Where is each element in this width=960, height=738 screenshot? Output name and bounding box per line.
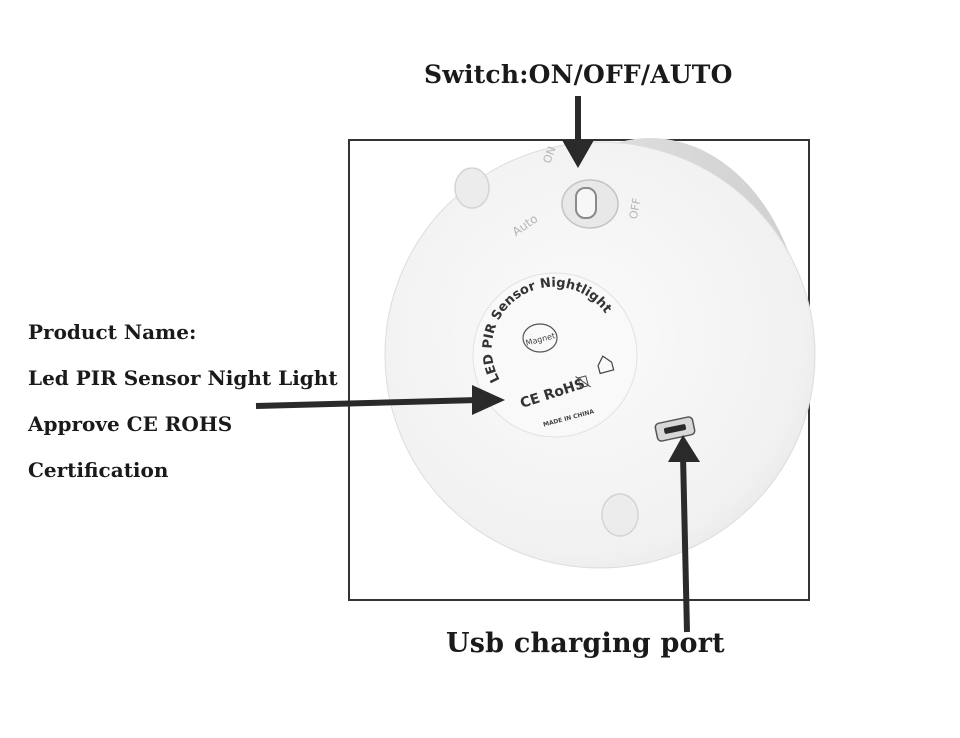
usb-port-slot [663, 424, 687, 434]
product-label-circle [472, 272, 638, 438]
certification-line-1: Approve CE ROHS [28, 412, 233, 436]
product-name-heading: Product Name: [28, 320, 197, 344]
product-name-value: Led PIR Sensor Night Light [28, 366, 338, 390]
switch-arrow [562, 96, 594, 168]
screw-cap-bottom [601, 493, 639, 537]
recycle-bin-icon [575, 375, 592, 389]
certification-line-2: Certification [28, 458, 169, 482]
magnet-badge [522, 323, 558, 353]
house-icon [597, 355, 615, 375]
switch-on-mark: ON [541, 145, 559, 165]
usb-port-callout-label: Usb charging port [446, 628, 725, 659]
switch-callout-label: Switch:ON/OFF/AUTO [424, 60, 733, 89]
switch-slider[interactable] [575, 187, 597, 219]
screw-cap-top [454, 167, 490, 209]
usb-arrow [668, 435, 700, 633]
certification-arrow [255, 385, 505, 415]
switch-off-mark: OFF [627, 197, 644, 220]
